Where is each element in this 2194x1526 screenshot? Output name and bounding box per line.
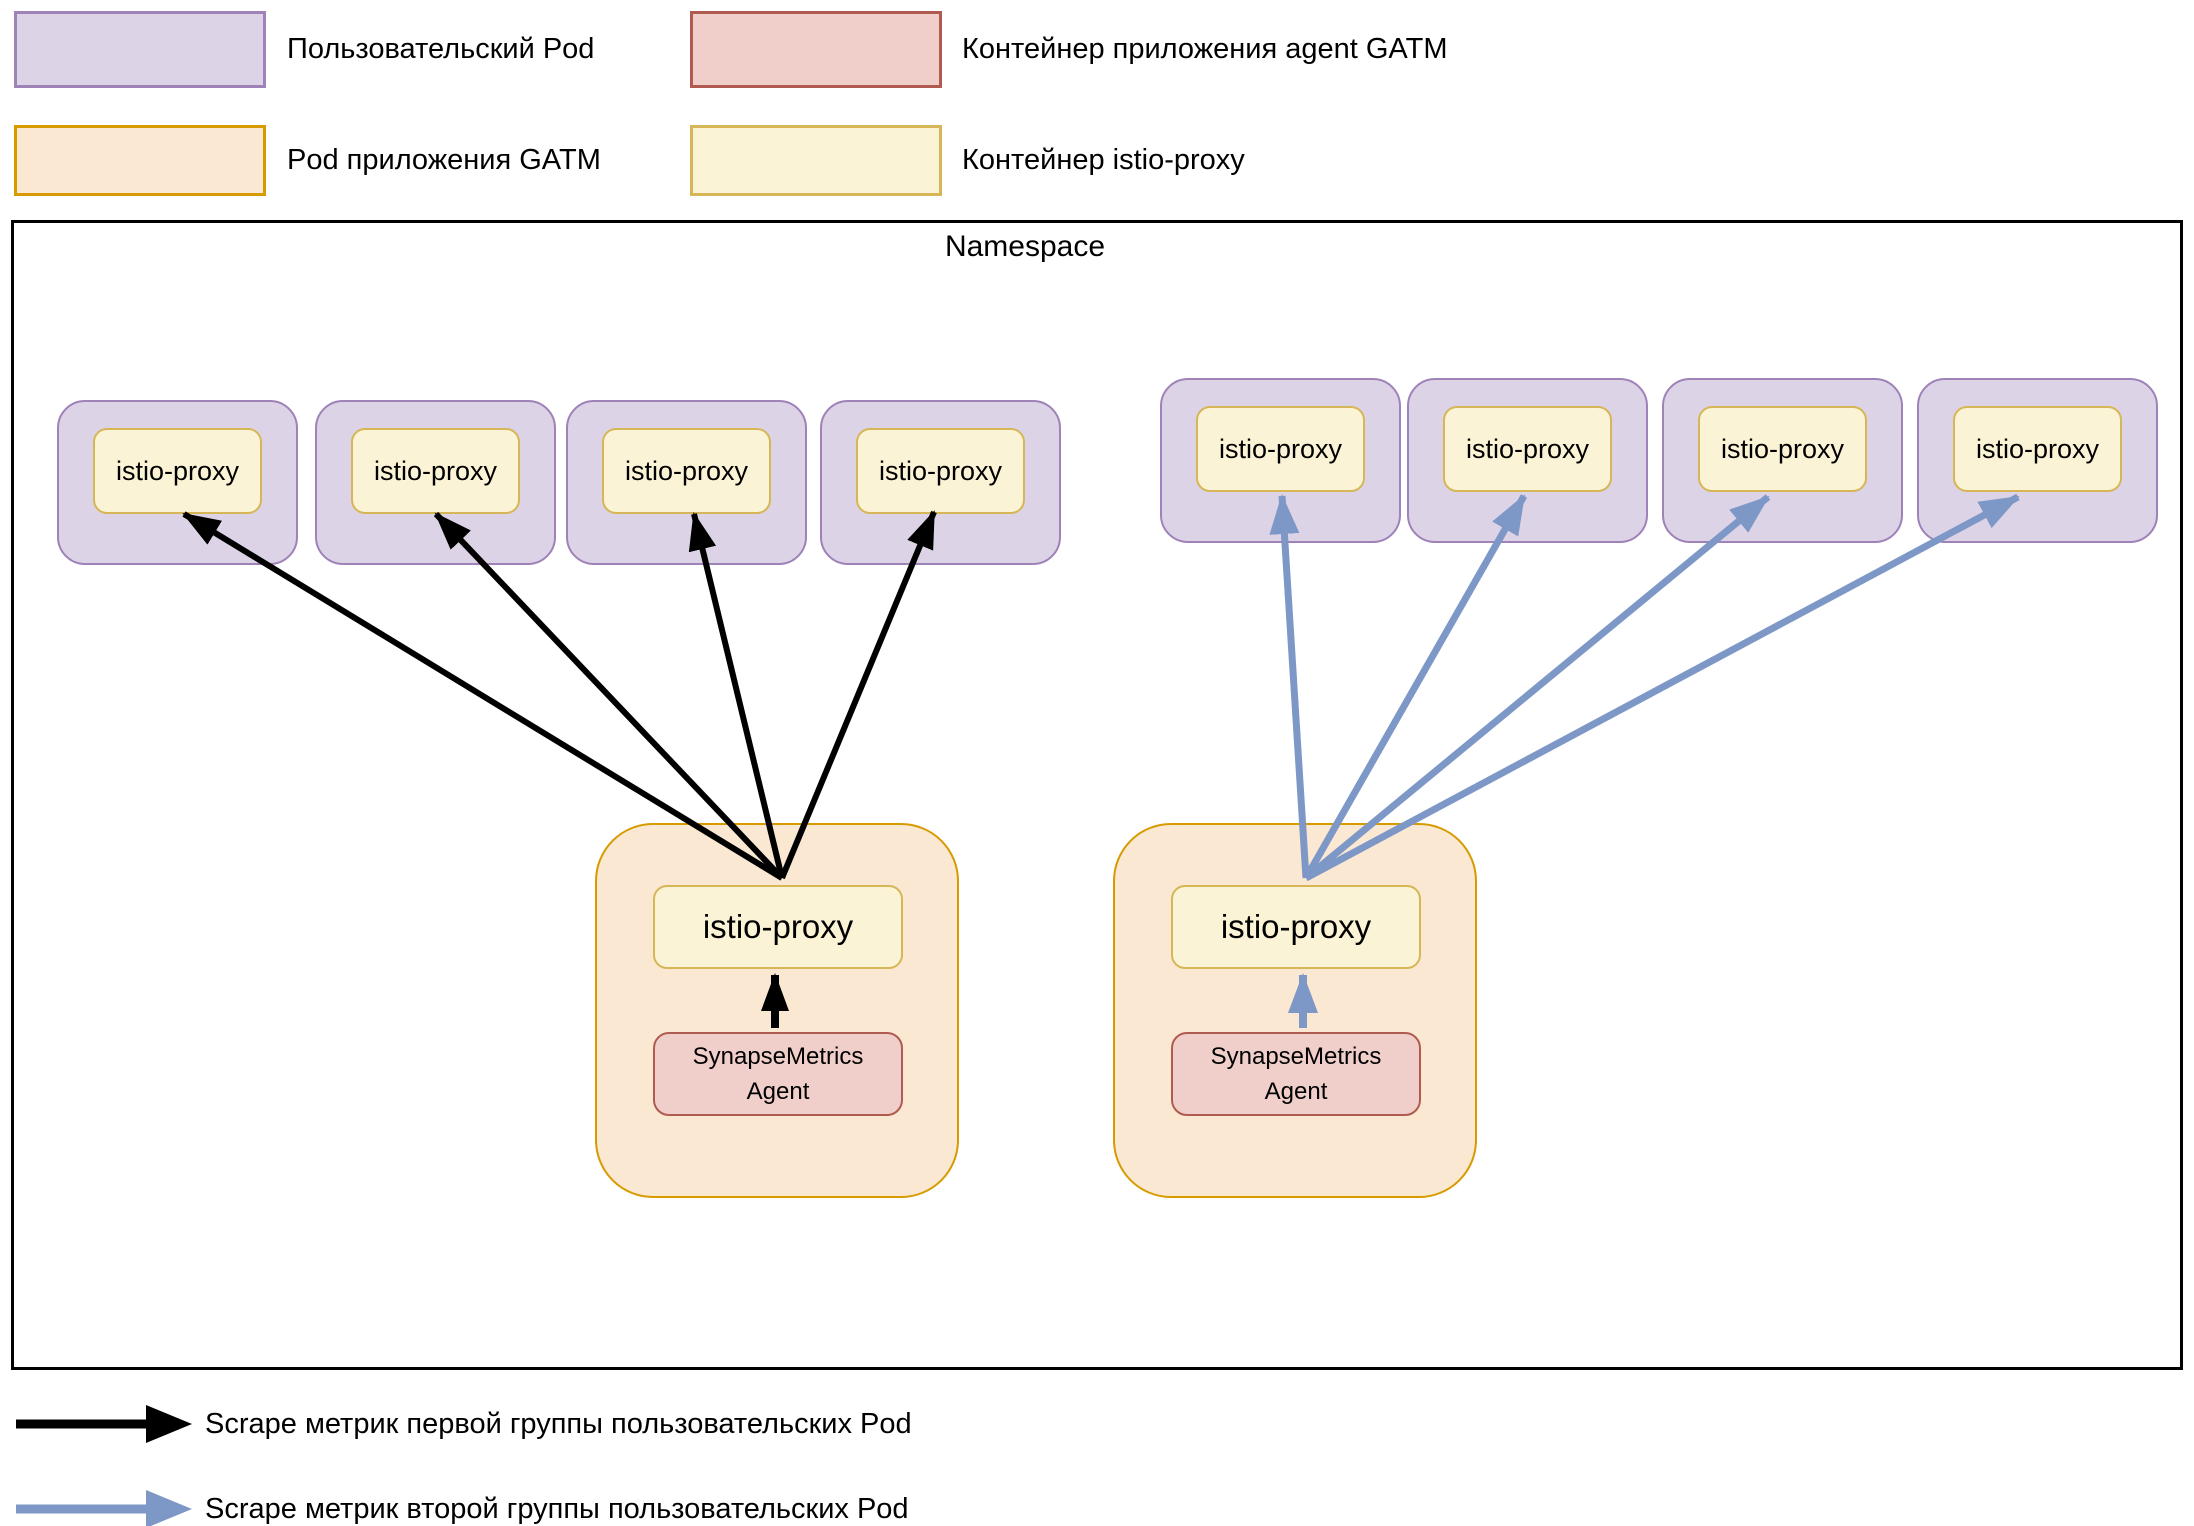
user-pod-left-4: istio-proxy — [820, 400, 1061, 565]
user-pod-right-3: istio-proxy — [1662, 378, 1903, 543]
legend-swatch-istio-container — [690, 125, 942, 196]
istio-proxy-container: istio-proxy — [93, 428, 262, 514]
legend-swatch-agent-container — [690, 11, 942, 88]
legend-swatch-gatm-pod — [14, 125, 266, 196]
agent-label-line2: Agent — [1264, 1078, 1328, 1105]
istio-proxy-container: istio-proxy — [856, 428, 1025, 514]
user-pod-right-4: istio-proxy — [1917, 378, 2158, 543]
istio-proxy-container: istio-proxy — [1171, 885, 1421, 969]
istio-proxy-container: istio-proxy — [351, 428, 520, 514]
synapse-metrics-agent-container: SynapseMetrics Agent — [1171, 1032, 1421, 1116]
istio-proxy-container: istio-proxy — [1443, 406, 1612, 492]
user-pod-right-1: istio-proxy — [1160, 378, 1401, 543]
user-pod-left-3: istio-proxy — [566, 400, 807, 565]
istio-proxy-container: istio-proxy — [1196, 406, 1365, 492]
istio-proxy-container: istio-proxy — [602, 428, 771, 514]
user-pod-right-2: istio-proxy — [1407, 378, 1648, 543]
istio-proxy-container: istio-proxy — [1953, 406, 2122, 492]
legend-label-user-pod: Пользовательский Pod — [287, 33, 595, 65]
legend-label-agent-container: Контейнер приложения agent GATM — [962, 33, 1448, 65]
namespace-title: Namespace — [944, 230, 1106, 263]
legend-label-scrape-first-group: Scrape метрик первой группы пользователь… — [205, 1408, 912, 1440]
user-pod-left-1: istio-proxy — [57, 400, 298, 565]
gatm-pod-right: istio-proxy SynapseMetrics Agent — [1113, 823, 1477, 1198]
legend-label-gatm-pod: Pod приложения GATM — [287, 144, 601, 176]
agent-label-line1: SynapseMetrics — [692, 1043, 864, 1070]
legend-swatch-user-pod — [14, 11, 266, 88]
istio-proxy-container: istio-proxy — [1698, 406, 1867, 492]
istio-proxy-container: istio-proxy — [653, 885, 903, 969]
gatm-pod-left: istio-proxy SynapseMetrics Agent — [595, 823, 959, 1198]
legend-label-istio-container: Контейнер istio-proxy — [962, 144, 1245, 176]
agent-label-line2: Agent — [746, 1078, 810, 1105]
synapse-metrics-agent-container: SynapseMetrics Agent — [653, 1032, 903, 1116]
user-pod-left-2: istio-proxy — [315, 400, 556, 565]
agent-label-line1: SynapseMetrics — [1210, 1043, 1382, 1070]
legend-label-scrape-second-group: Scrape метрик второй группы пользователь… — [205, 1493, 909, 1525]
